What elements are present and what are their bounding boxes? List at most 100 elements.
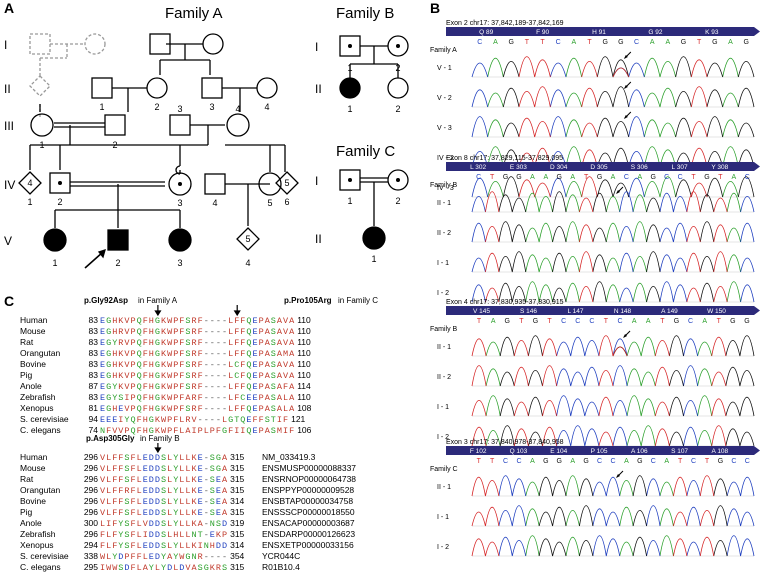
residue: V: [100, 486, 106, 496]
residue: A: [277, 360, 283, 370]
residue: S: [161, 486, 166, 496]
residue: L: [228, 393, 233, 403]
residue: G: [155, 349, 160, 359]
residue: L: [228, 316, 233, 326]
residue: P: [173, 360, 178, 370]
sequence: EGHKVPQFHGKWPFSRF----LFFQEPASAMA: [100, 349, 295, 359]
trace-T: [518, 117, 708, 138]
residue: F: [137, 415, 142, 425]
residue: G: [222, 426, 227, 436]
residue: Q: [137, 404, 142, 414]
residue: D: [155, 508, 160, 518]
residue: F: [234, 404, 239, 414]
residue: G: [155, 393, 160, 403]
residue: L: [167, 486, 172, 496]
base-call: G: [712, 39, 717, 46]
residue: L: [179, 508, 184, 518]
residue: A: [185, 426, 191, 436]
a-IV-2-label: 2: [57, 197, 62, 207]
residue: L: [185, 519, 190, 529]
residue: L: [106, 475, 111, 485]
residue: S: [210, 475, 215, 485]
trace-A: [487, 146, 739, 168]
base-call: A: [571, 39, 576, 46]
residue: W: [167, 393, 173, 403]
a-III-4-label: 4: [235, 104, 240, 114]
aa-label: K 93: [705, 29, 719, 36]
aa-label: V 145: [473, 308, 490, 315]
residue: Q: [131, 415, 136, 425]
residue: A: [277, 371, 283, 381]
residue: L: [185, 508, 190, 518]
base-call: C: [476, 174, 481, 181]
residue: Q: [246, 349, 251, 359]
residue: F: [118, 453, 123, 463]
base-call: A: [491, 318, 496, 325]
residue: L: [167, 453, 172, 463]
residue: A: [289, 338, 295, 348]
residue: L: [185, 475, 190, 485]
chromatogram-row-label: I - 2: [437, 434, 449, 441]
residue: H: [149, 349, 154, 359]
residue: G: [149, 426, 154, 436]
mutation-2-context: in Family C: [338, 296, 378, 305]
aa-label: D 305: [590, 164, 608, 171]
residue: S: [210, 486, 215, 496]
base-call: A: [702, 318, 707, 325]
chromatogram-row-label: I - 2: [437, 544, 449, 551]
residue: D: [149, 464, 154, 474]
residue: E: [100, 327, 105, 337]
chromatogram-row-label: II - 1: [437, 344, 451, 351]
sequence: EGHKVPQFHGKWPFSRF----LFFQEPASAVA: [100, 316, 295, 326]
residue: A: [277, 327, 283, 337]
residue: I: [192, 426, 197, 436]
residue: L: [106, 464, 111, 474]
accession: ENSSSCP00000018550: [262, 507, 355, 517]
trace-G: [538, 475, 728, 497]
a-III-4-female: [226, 113, 250, 137]
residue: H: [149, 393, 154, 403]
variant-arrow-head: [623, 85, 628, 89]
residue: E: [246, 415, 251, 425]
residue: K: [155, 426, 161, 436]
residue: -: [222, 382, 227, 392]
b-II-1-label: 1: [347, 104, 352, 114]
species-name: S. cerevisiae: [20, 551, 69, 561]
residue: E: [100, 382, 105, 392]
residue: F: [112, 453, 117, 463]
mutation-3-label: p.Asp305Gly: [86, 434, 135, 443]
base-call: G: [543, 458, 548, 465]
trace-T: [471, 365, 727, 387]
residue: R: [118, 338, 123, 348]
residue: D: [155, 464, 160, 474]
aa-bar: [446, 162, 754, 171]
base-call: C: [575, 318, 580, 325]
residue: E: [253, 426, 258, 436]
residue: K: [192, 453, 198, 463]
species-name: C. elegans: [20, 425, 61, 435]
base-call: G: [557, 174, 562, 181]
residue: P: [259, 426, 264, 436]
aa-label: F 102: [470, 448, 487, 455]
residue: D: [149, 453, 154, 463]
residue: W: [167, 327, 173, 337]
residue: E: [112, 415, 117, 425]
residue: R: [192, 393, 197, 403]
residue: L: [137, 453, 142, 463]
residue: G: [155, 404, 160, 414]
residue: T: [234, 415, 239, 425]
base-call: G: [730, 318, 735, 325]
residue: -: [222, 338, 227, 348]
residue: D: [222, 541, 227, 551]
residue: S: [271, 349, 276, 359]
residue: V: [283, 327, 289, 337]
residue: F: [179, 371, 184, 381]
end-position: 315: [230, 474, 244, 484]
residue: E: [143, 508, 148, 518]
residue: F: [240, 382, 245, 392]
residue: F: [131, 486, 136, 496]
